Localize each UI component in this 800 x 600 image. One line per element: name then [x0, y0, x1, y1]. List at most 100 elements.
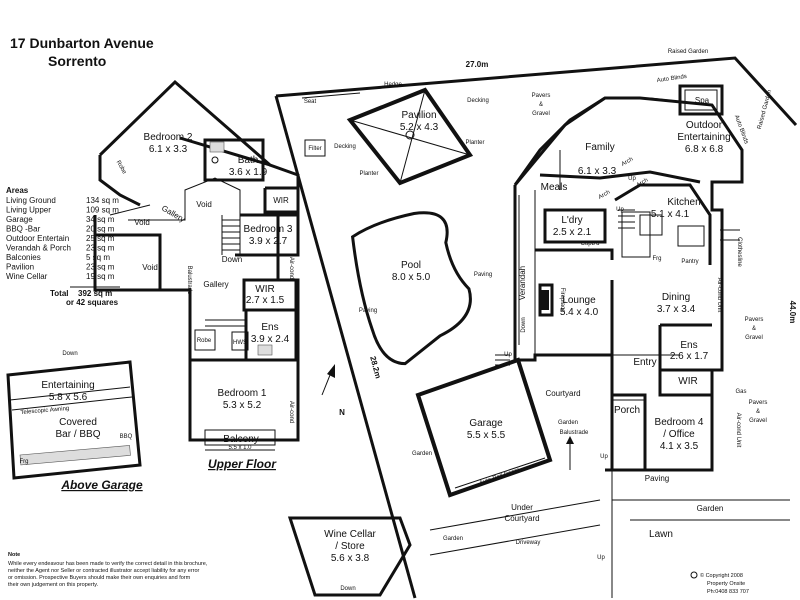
verandah-label: Verandah [518, 266, 527, 300]
ground-wir-label: WIR [678, 376, 697, 387]
pool-paving-label: Paving [474, 272, 492, 278]
north-label: N [339, 408, 345, 417]
decking-right-label: Decking [467, 98, 489, 104]
bedroom-3-label: Bedroom 3 [244, 224, 293, 235]
lounge-size: 5.4 x 4.0 [560, 307, 599, 318]
area-row-name: Garage [6, 215, 33, 224]
telescopic-awning-label: Telescopic Awning [20, 406, 69, 416]
balcony-size: 5.5 x 1.0 [228, 445, 252, 451]
area-row-value: 23 sq m [86, 263, 115, 272]
area-row-value: 134 sq m [86, 196, 119, 205]
above-garage-title: Above Garage [60, 478, 143, 492]
amp-r2-label: & [756, 409, 760, 415]
areas-total-alt: or 42 squares [66, 298, 119, 307]
entry-label: Entry [633, 357, 656, 368]
dim-top: 27.0m [466, 60, 489, 69]
bath-size: 3.6 x 1.9 [229, 167, 268, 178]
pavilion-size: 5.2 x 4.3 [400, 122, 439, 133]
above-garage-down-label: Down [62, 351, 77, 357]
upper-ens-label: Ens [261, 322, 278, 333]
note-line: neither the Agent nor Seller or contract… [8, 568, 200, 574]
bedroom-4-size: 4.1 x 3.5 [660, 441, 699, 452]
raised-garden-top-label: Raised Garden [668, 49, 708, 55]
area-row-name: Pavilion [6, 263, 34, 272]
garage-label: Garage [469, 418, 503, 429]
upper-robe-label: Robe [197, 338, 212, 344]
areas-title: Areas [6, 186, 29, 195]
courtyard-label: Courtyard [545, 389, 580, 398]
driveway-label: Driveway [516, 540, 541, 546]
upper-wir-label: WIR [273, 196, 289, 205]
pantry-label: Pantry [681, 259, 698, 265]
upper-ens-size: 3.9 x 2.4 [251, 334, 290, 345]
north-arrow: N [321, 364, 345, 417]
family-size: 6.1 x 3.3 [578, 166, 617, 177]
dining-label: Dining [662, 292, 690, 303]
clothesline-label: Clothesline [736, 237, 742, 267]
bbq-label: BBQ [120, 434, 133, 440]
pavilion: Pavilion 5.2 x 4.3 Filter Decking Deckin… [304, 87, 489, 186]
under-courtyard-label: Under [511, 503, 533, 512]
outdoor-size: 6.8 x 6.8 [685, 144, 724, 155]
wine-cellar-size: 5.6 x 3.8 [331, 553, 370, 564]
note-line: or omission. Prospective Buyers should m… [8, 575, 191, 581]
bedroom-3-size: 3.9 x 2.7 [249, 236, 288, 247]
auto-roll-label: Auto Roll Doors [479, 467, 521, 486]
copyright-block: © Copyright 2008 Property Onsite Ph:0408… [690, 571, 749, 595]
garden-bottom-label: Garden [443, 536, 463, 542]
verandah-up-label: Up [504, 352, 512, 358]
areas-table: Areas Living Ground 134 sq m Living Upper 1… [6, 186, 120, 307]
above-garage-plan: Entertaining 5.8 x 5.6 Telescopic Awning… [6, 351, 143, 492]
upper-down-label: Down [222, 255, 242, 264]
covered-bar-label-2: Bar / BBQ [55, 429, 100, 440]
porch-up-label: Up [600, 454, 608, 460]
garage-size: 5.5 x 5.5 [467, 430, 506, 441]
area-row-name: Verandah & Porch [6, 244, 71, 253]
area-row-value: 20 sq m [86, 225, 115, 234]
ground-ens-size: 2.6 x 1.7 [670, 351, 709, 362]
boundary-top [275, 56, 798, 127]
upper-void-3-label: Void [142, 263, 158, 272]
address-line-1: 17 Dunbarton Avenue [10, 35, 154, 51]
gas-label: Gas [735, 389, 746, 395]
areas-total-label: Total [50, 289, 69, 298]
dim-right: 44.0m [788, 301, 797, 324]
pavers-top-label: Pavers [532, 93, 551, 99]
ground-ens-label: Ens [680, 340, 697, 351]
gravel-r2-label: Gravel [749, 418, 767, 424]
fireplace-label: Fireplace [559, 288, 565, 313]
arch-3-label: Arch [636, 177, 650, 188]
area-row-value: 19 sq m [86, 272, 115, 281]
laundry-label: L'dry [561, 215, 582, 226]
main-house: Family 6.1 x 3.3 Meals Outdoor Entertain… [495, 74, 749, 472]
wine-cellar-label-2: / Store [335, 541, 365, 552]
area-row-name: Living Upper [6, 206, 51, 215]
bedroom-1-label: Bedroom 1 [218, 388, 267, 399]
dim-left: 28.2m [368, 355, 383, 379]
upper-gallery-label: Gallery [203, 280, 228, 289]
lounge-label: Lounge [562, 295, 596, 306]
area-row-name: Living Ground [6, 196, 56, 205]
kitchen-frg-label: Frg [653, 256, 662, 262]
entertaining-label: Entertaining [41, 380, 94, 391]
arch-1-label: Arch [621, 156, 635, 167]
footer-note: Note While every endeavour has been made… [8, 552, 208, 588]
area-row-value: 23 sq m [86, 244, 115, 253]
lawn-label: Lawn [649, 529, 673, 540]
upper-gallery-1-label: Gallery [160, 204, 186, 224]
auto-blinds-top-label: Auto Blinds [656, 74, 687, 84]
outdoor-label-2: Entertaining [677, 132, 730, 143]
upper-wir-2-label: WIR [255, 284, 274, 295]
area-row-value: 5 sq m [86, 253, 110, 262]
kitchen-up-2-label: Up [628, 176, 636, 182]
raised-garden-right-label: Raised Garden [757, 89, 773, 130]
garden-right-label: Garden [697, 504, 724, 513]
kitchen-label: Kitchen [667, 197, 700, 208]
upper-balustrade-label: Balustrade [186, 266, 192, 295]
courtyard-balustrade-label: Balustrade [560, 430, 589, 436]
bath-label: Bath [238, 155, 259, 166]
planter-right-label: Planter [465, 140, 484, 146]
note-title: Note [8, 552, 20, 558]
address-line-2: Sorrento [48, 53, 106, 69]
bedroom-1-size: 5.3 x 5.2 [223, 400, 262, 411]
